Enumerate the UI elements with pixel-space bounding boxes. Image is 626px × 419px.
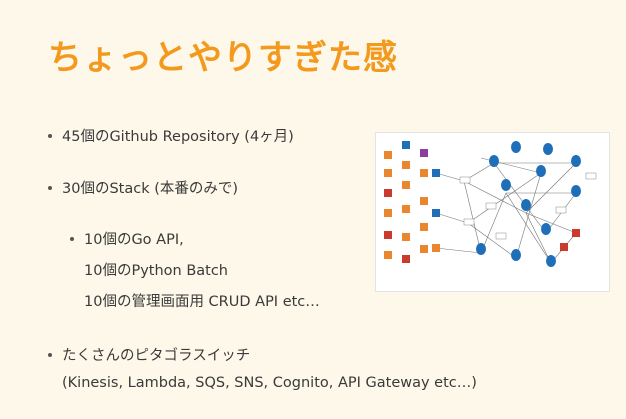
- bullet-stacks: 30個のStack (本番のみで): [62, 181, 239, 197]
- bullet-dot: [48, 353, 52, 357]
- bullet-pitagora-switch: たくさんのピタゴラスイッチ: [62, 348, 251, 364]
- sub-bullet-dot: [70, 237, 74, 241]
- bullet-dot: [48, 186, 52, 190]
- architecture-diagram-image: [375, 132, 610, 292]
- sub-bullet-python-batch: 10個のPython Batch: [84, 263, 229, 279]
- page-title: ちょっとやりすぎた感: [48, 38, 398, 78]
- sub-bullet-crud-api: 10個の管理画面用 CRUD API etc…: [84, 294, 320, 310]
- bullet-dot: [48, 134, 52, 138]
- sub-bullet-go-api: 10個のGo API,: [84, 232, 184, 248]
- bullet-repositories: 45個のGithub Repository (4ヶ月): [62, 129, 294, 145]
- architecture-diagram-drawing: [384, 141, 597, 267]
- bullet-services-note: (Kinesis, Lambda, SQS, SNS, Cognito, API…: [62, 375, 477, 391]
